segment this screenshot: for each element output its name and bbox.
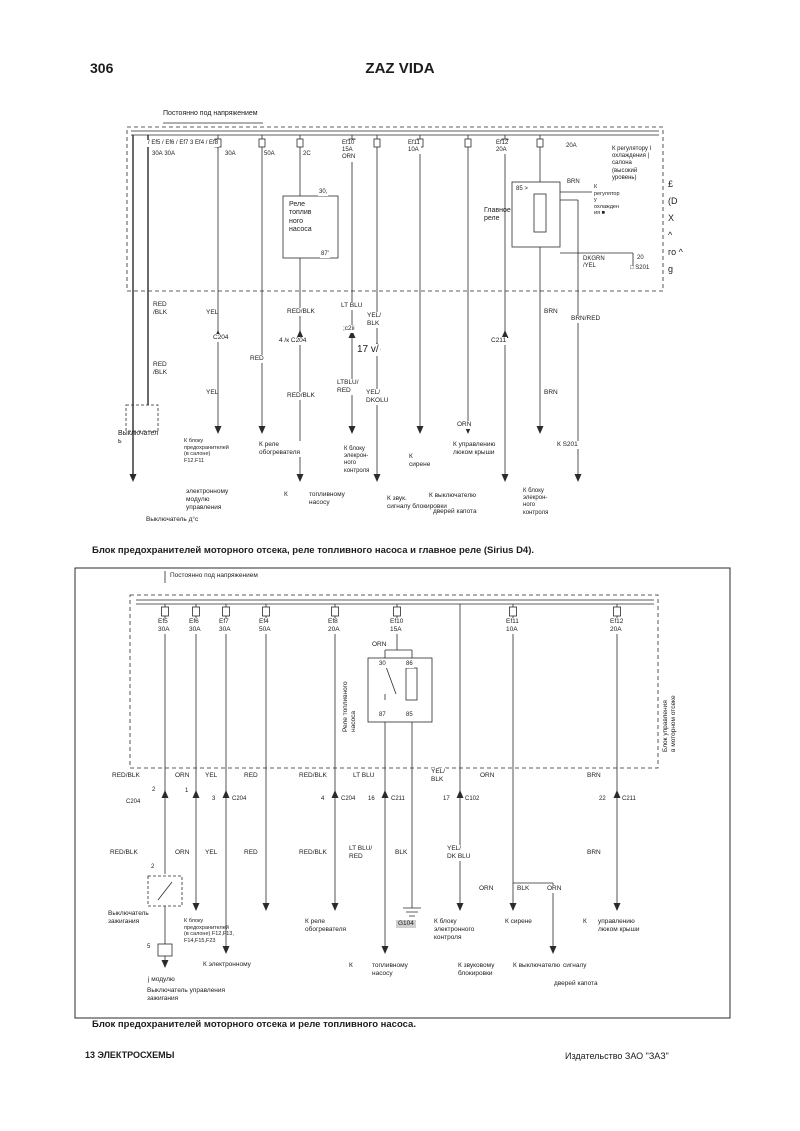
caption-diagram-2: Блок предохранителей моторного отсека и … (92, 1019, 416, 1030)
caption-diagram-1: Блок предохранителей моторного отсека, р… (92, 545, 535, 556)
